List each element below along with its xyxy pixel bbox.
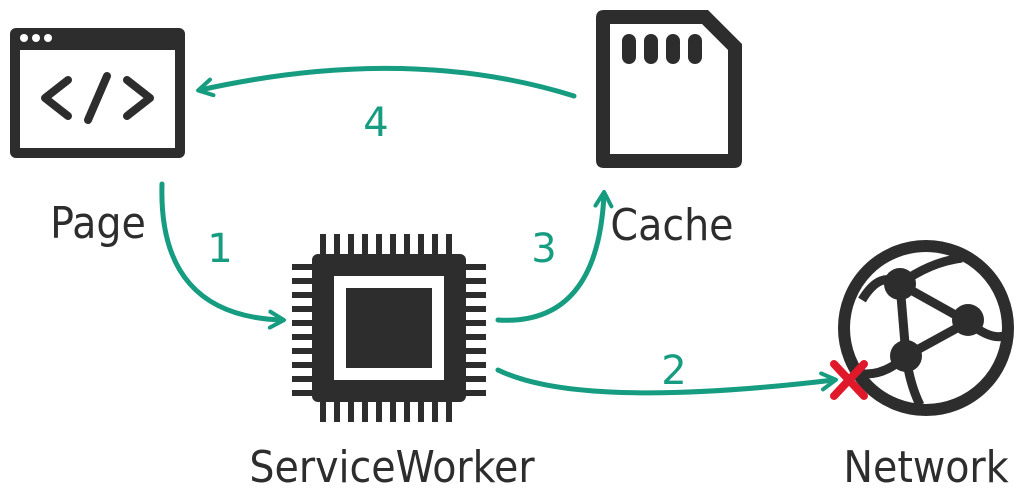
cpu-chip-icon [292, 234, 486, 422]
arrow-4 [196, 65, 577, 99]
network-label: Network [843, 442, 1008, 492]
sd-card-icon [596, 10, 742, 168]
failure-x-icon [830, 360, 868, 400]
arrow-3 [495, 190, 614, 323]
page-label: Page [50, 198, 146, 249]
service-worker-label: ServiceWorker [249, 442, 535, 492]
arrow-2 [495, 367, 838, 396]
cache-label: Cache [610, 200, 733, 251]
edge-1-label: 1 [207, 226, 232, 272]
globe-network-icon [838, 240, 1014, 416]
arrow-1 [159, 181, 286, 330]
edge-4-label: 4 [363, 100, 388, 146]
browser-code-icon [10, 28, 185, 158]
edge-3-label: 3 [531, 226, 556, 272]
edge-2-label: 2 [661, 348, 686, 394]
